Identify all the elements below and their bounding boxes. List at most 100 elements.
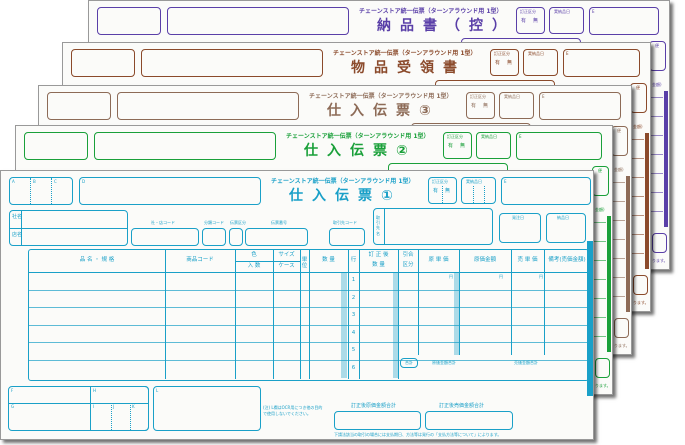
slip-type-field[interactable] xyxy=(229,228,243,246)
delivery-date-box[interactable]: 実納品日 xyxy=(461,177,496,204)
box-d[interactable]: D xyxy=(79,177,261,205)
box-hijk[interactable]: H I J K xyxy=(90,386,149,431)
delivery-day-box[interactable]: 納品日 xyxy=(546,213,586,243)
form-title: 仕入伝票③ xyxy=(327,103,440,119)
subheader-line xyxy=(235,261,300,262)
right-edge-bar xyxy=(645,133,649,269)
label-j: J xyxy=(113,404,115,409)
column-line xyxy=(418,250,419,355)
slip-number-label: 伝票番号 xyxy=(271,220,287,225)
column-header-remarks: 備考(売価金額) xyxy=(548,257,586,263)
correction-box[interactable]: 訂正区分 有 無 xyxy=(428,177,457,204)
box-d[interactable] xyxy=(117,92,299,120)
correction-box[interactable]: 訂正区分有無 xyxy=(466,92,495,119)
total-box[interactable] xyxy=(652,233,667,253)
box-e[interactable]: E xyxy=(563,49,640,77)
line-number: 3 xyxy=(351,312,356,318)
footer-tail: ります。 xyxy=(633,300,649,305)
yen-label: 円 xyxy=(499,274,503,279)
bin-label: 便 xyxy=(636,85,640,90)
form-header: チェーンストア統一伝票（ターンアラウンド用 1型） xyxy=(309,93,453,100)
slip-number-field[interactable] xyxy=(245,228,308,246)
corrected-cost-total-field[interactable] xyxy=(334,411,421,430)
column-line xyxy=(511,250,512,355)
table-row xyxy=(29,342,587,343)
bin-box[interactable]: 便 xyxy=(611,126,628,156)
column-header-cost-amount: 原価金額 xyxy=(473,257,496,263)
correction-box[interactable]: 訂正区分有無 xyxy=(490,49,519,76)
supplier-name-box[interactable]: 取引先名 xyxy=(373,208,493,245)
box-e[interactable]: E xyxy=(516,132,602,160)
correction-yes: 有 xyxy=(471,103,477,109)
order-date-box[interactable]: 発注日 xyxy=(499,213,541,243)
store-label: 店名 xyxy=(12,232,23,238)
total-box[interactable] xyxy=(614,318,629,338)
slip-type-label: 伝票区分 xyxy=(230,220,246,225)
box-abc[interactable]: A B C xyxy=(9,177,73,205)
line-number: 5 xyxy=(351,347,356,353)
remarks-tail: 金額) xyxy=(595,207,605,212)
divider xyxy=(384,209,385,244)
box-d[interactable] xyxy=(141,49,323,77)
column-line xyxy=(309,250,310,379)
total-label-box xyxy=(400,358,418,368)
divider xyxy=(130,403,131,430)
delivery-date-box[interactable]: 実納品日 xyxy=(476,132,511,159)
box-abc[interactable] xyxy=(71,49,135,77)
box-d[interactable] xyxy=(94,132,276,160)
corrected-sale-total-field[interactable] xyxy=(425,411,513,430)
box-l-ocr[interactable]: L xyxy=(153,386,261,431)
column-line xyxy=(544,250,545,355)
form-title: 仕入伝票② xyxy=(304,143,417,159)
delivery-date-box[interactable]: 実納品日 xyxy=(499,92,534,119)
delivery-day-label: 納品日 xyxy=(557,215,569,220)
correction-box[interactable]: 訂正区分有無 xyxy=(443,132,472,159)
footer-tail: ります。 xyxy=(614,343,630,348)
bin-label: 便 xyxy=(598,168,602,173)
line-number: 2 xyxy=(351,294,356,301)
purchase-slip-1-form: A B C D チェーンストア統一伝票（ターンアラウンド用 1型） 仕入伝票① … xyxy=(0,170,594,440)
bin-box[interactable]: 便 xyxy=(630,83,647,113)
label-e: E xyxy=(592,9,595,14)
delivery-date-box[interactable]: 実納品日 xyxy=(523,49,558,76)
box-e[interactable]: E xyxy=(589,7,659,35)
column-header-corrected-qty: 訂 正 後 xyxy=(368,252,389,258)
box-e[interactable]: E xyxy=(539,92,621,120)
correction-label: 訂正区分 xyxy=(432,179,448,184)
column-header-item: 品 名 ・ 規 格 xyxy=(79,257,115,263)
company-store-box[interactable]: 社名 店名 xyxy=(9,210,128,246)
correction-no: 無 xyxy=(507,60,513,66)
label-k: K xyxy=(132,404,135,409)
label-i: I xyxy=(93,404,95,409)
column-header-case: ケース xyxy=(278,263,295,269)
correction-box[interactable]: 訂正区分有無 xyxy=(516,7,545,34)
delivery-date-box[interactable]: 実納品日 xyxy=(549,7,584,34)
total-box[interactable] xyxy=(633,275,648,295)
form-header: チェーンストア統一伝票（ターンアラウンド用 1型） xyxy=(286,133,430,140)
category-code-field[interactable] xyxy=(202,228,226,246)
column-line xyxy=(459,250,460,355)
correction-yes: 有 xyxy=(433,188,439,194)
correction-yes: 有 xyxy=(521,18,527,24)
right-edge-bar xyxy=(607,216,611,352)
box-abc[interactable] xyxy=(97,7,161,35)
total-box[interactable] xyxy=(595,358,610,378)
bin-box[interactable]: 便 xyxy=(649,41,666,71)
yen-label: 円 xyxy=(539,274,543,279)
total-label: 合計 xyxy=(405,360,413,365)
correction-label: 訂正区分 xyxy=(470,94,486,99)
box-e[interactable]: E xyxy=(501,177,591,205)
store-code-field[interactable] xyxy=(131,228,199,246)
box-d[interactable] xyxy=(167,7,349,35)
form-header: チェーンストア統一伝票（ターンアラウンド用 1型） xyxy=(359,8,503,15)
box-abc[interactable] xyxy=(24,132,88,160)
supplier-code-field[interactable] xyxy=(329,228,365,246)
label-e: E xyxy=(566,51,569,56)
form-title: 仕入伝票① xyxy=(289,188,402,204)
box-abc[interactable] xyxy=(47,92,111,120)
line-number: 6 xyxy=(351,364,356,371)
column-line xyxy=(359,250,360,379)
bin-box[interactable]: 便 xyxy=(592,166,609,196)
correction-no: 無 xyxy=(445,188,451,194)
column-header-unit: 単位 xyxy=(301,257,308,269)
